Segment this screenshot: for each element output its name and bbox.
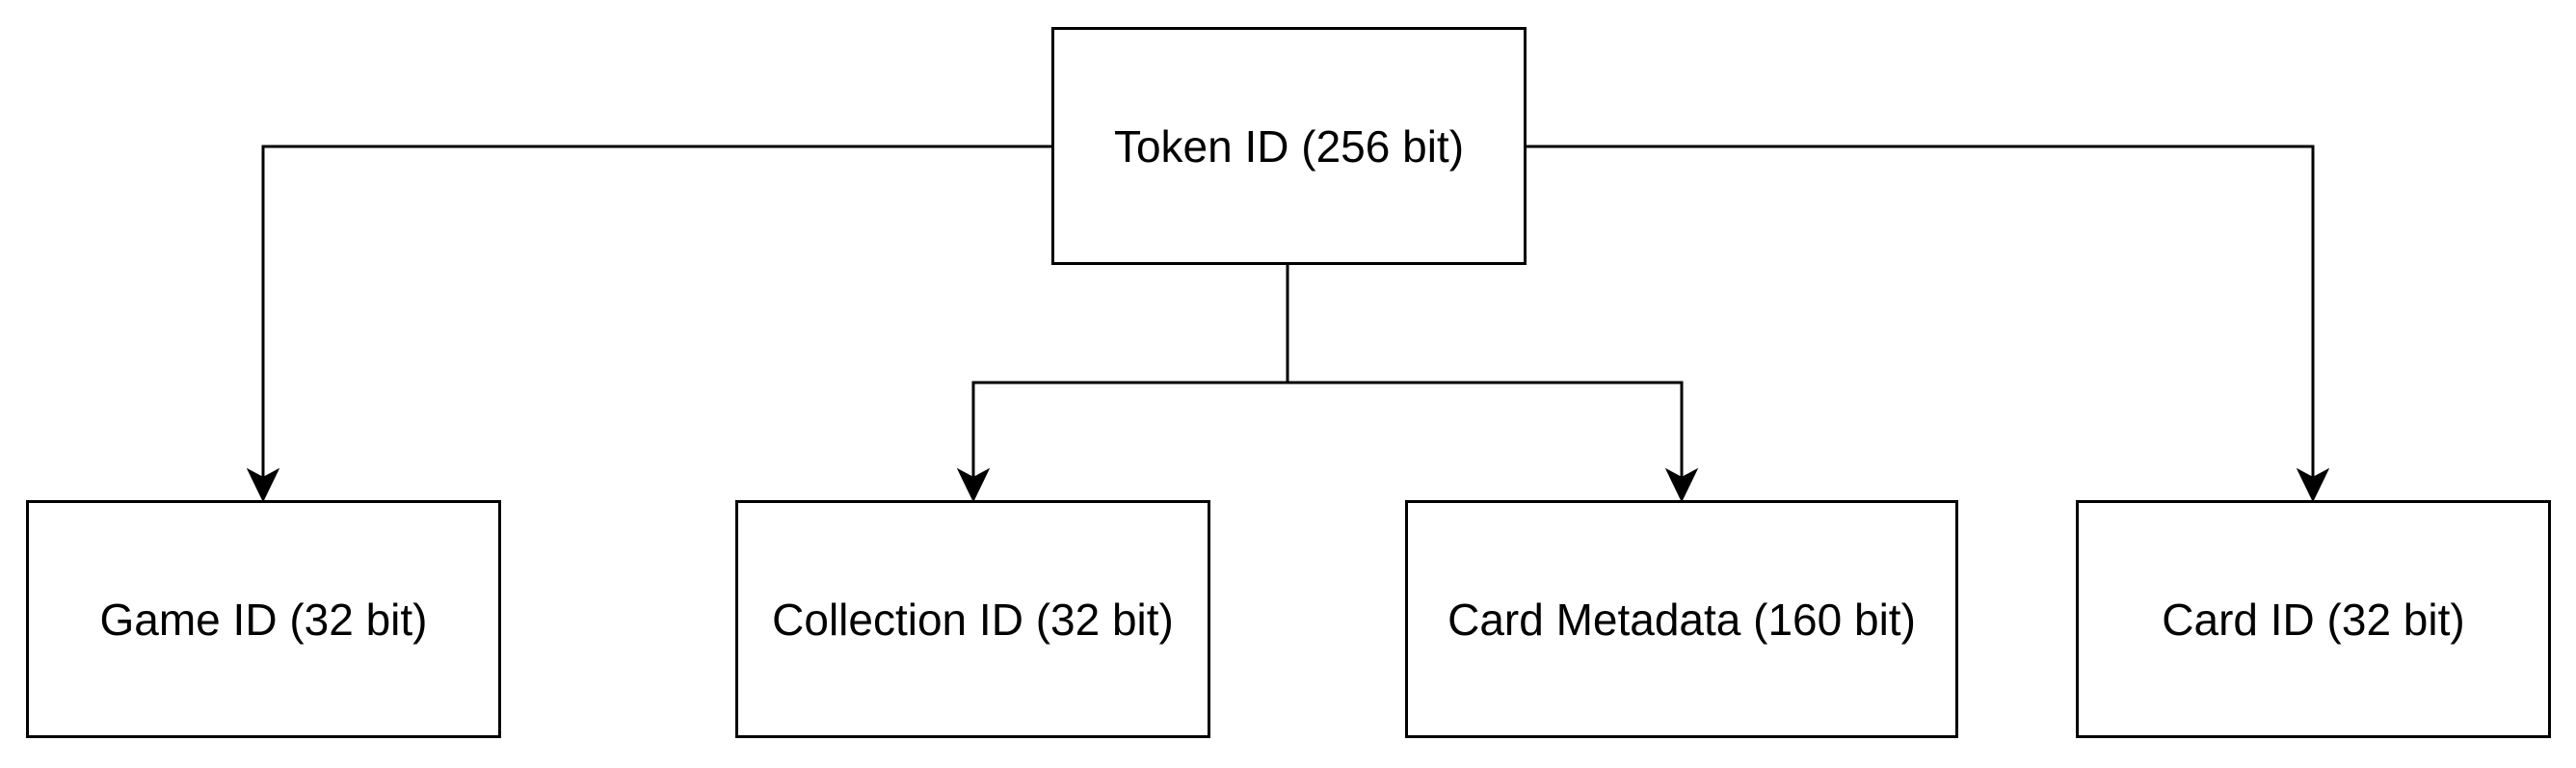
collection-id-node: Collection ID (32 bit)	[735, 500, 1210, 738]
edge-token-to-game	[261, 145, 1051, 479]
arrowhead-game	[246, 467, 280, 503]
edge-token-to-metadata	[1288, 381, 1684, 479]
card-id-label: Card ID (32 bit)	[2162, 594, 2465, 645]
arrowhead-metadata	[1664, 467, 1699, 503]
arrowhead-card-id	[2296, 467, 2330, 503]
collection-id-label: Collection ID (32 bit)	[772, 594, 1174, 645]
token-id-label: Token ID (256 bit)	[1113, 120, 1465, 172]
card-id-node: Card ID (32 bit)	[2076, 500, 2551, 738]
edge-token-to-collection	[971, 381, 1288, 479]
edge-token-to-card-id	[1527, 145, 2315, 479]
card-metadata-node: Card Metadata (160 bit)	[1405, 500, 1958, 738]
card-metadata-label: Card Metadata (160 bit)	[1447, 594, 1916, 645]
token-id-node: Token ID (256 bit)	[1051, 27, 1527, 265]
arrowhead-collection	[956, 467, 991, 503]
game-id-label: Game ID (32 bit)	[99, 594, 428, 645]
game-id-node: Game ID (32 bit)	[26, 500, 501, 738]
